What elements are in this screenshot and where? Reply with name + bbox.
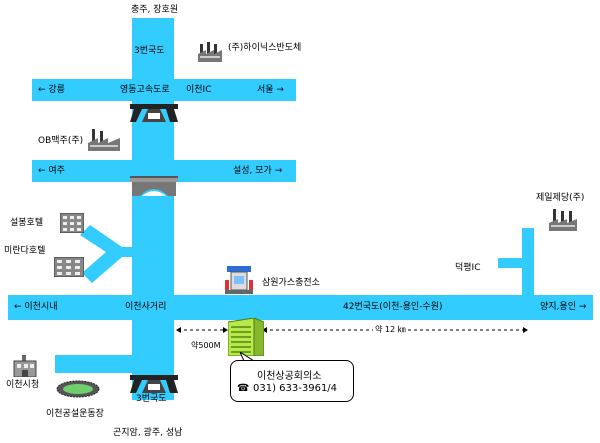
route3-bottom-label: 3번국도: [136, 394, 167, 404]
gas-station-label: 삼원가스충전소: [262, 278, 320, 288]
chamber-phone: 031) 633-3961/4: [253, 383, 338, 394]
phone-icon: ☎: [237, 383, 250, 394]
chamber-callout: 이천상공회의소 ☎ 031) 633-3961/4: [230, 360, 354, 402]
chamber-building-icon: [228, 318, 264, 356]
icheon-ic-label: 이천IC: [186, 85, 212, 95]
interchange-icon: [130, 104, 178, 122]
stadium-label: 이천공설운동장: [46, 409, 104, 419]
miranda-hotel-label: 미란다호텔: [4, 246, 46, 256]
route3-vertical-road: [132, 18, 174, 400]
seoul-label: 서울 →: [257, 85, 284, 95]
city-hall-label: 이천시청: [6, 380, 40, 390]
distance-arrow-12km: [262, 327, 528, 333]
yeoju-road: [32, 160, 296, 182]
deokpyeong-ic-label: 덕평IC: [455, 263, 481, 273]
distance-arrow-500m: [176, 327, 228, 333]
hynix-label: (주)하이닉스반도체: [228, 43, 302, 53]
factory-icon: [88, 129, 120, 151]
bridge-icon: [130, 176, 178, 196]
factory-icon: [549, 209, 577, 231]
hotel-icon: [54, 257, 84, 277]
hotel-icon: [60, 213, 84, 233]
chamber-name: 이천상공회의소: [257, 371, 322, 382]
route42-road: [8, 295, 593, 320]
deokpyeong-spur: [498, 258, 524, 268]
factory-icon: [198, 42, 222, 62]
stadium-icon: [56, 380, 100, 398]
seolseong-label: 설성, 모가 →: [233, 166, 283, 176]
deokpyeong-road: [522, 228, 534, 298]
destination-top-label: 충주, 장호원: [131, 5, 179, 15]
cityhall-road: [55, 355, 135, 373]
route3-top-label: 3번국도: [134, 46, 165, 56]
destination-bottom-label: 곤지암, 광주, 성남: [113, 428, 183, 438]
intersection-label: 이천사거리: [125, 302, 167, 312]
city-hall-icon: [13, 355, 37, 377]
seolbong-hotel-label: 설봉호텔: [10, 218, 44, 228]
gangneung-label: ← 강릉: [38, 85, 65, 95]
ob-label: OB맥주(주): [38, 136, 84, 146]
distance-12km-label: 약 12 ㎞: [373, 325, 408, 335]
expressway-road: [32, 79, 296, 101]
yeoju-label: ← 여주: [38, 166, 65, 176]
route42-label: 42번국도(이천-용인-수원): [343, 302, 443, 312]
icheon-city-label: ← 이천시내: [14, 302, 58, 312]
gas-station-icon: [225, 266, 253, 294]
interchange-icon: [130, 375, 178, 393]
jeil-label: 제일제당(주): [536, 193, 585, 203]
hotel-branch-roads: [80, 225, 136, 283]
yangji-label: 양지,용인 →: [540, 302, 587, 312]
distance-500m-label: 약500M: [191, 341, 221, 350]
expressway-label: 영동고속도로: [120, 85, 170, 95]
